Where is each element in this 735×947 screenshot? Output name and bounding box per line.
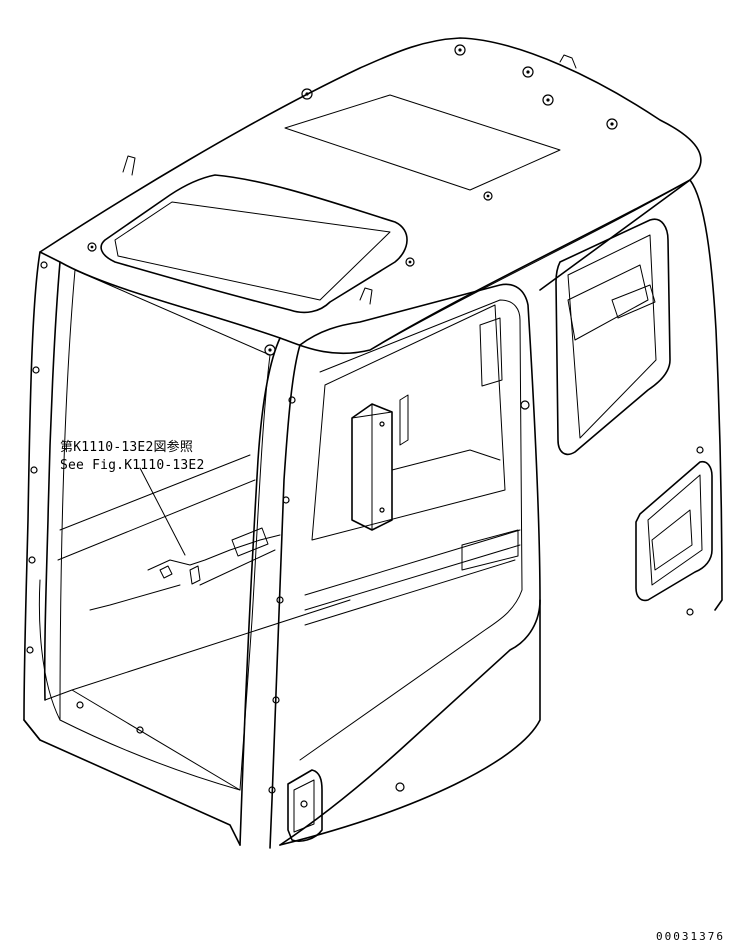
wire-harness-callout xyxy=(139,467,281,586)
cab-side-panel xyxy=(279,179,723,846)
fasteners xyxy=(26,44,704,794)
reference-callout-en: See Fig.K1110-13E2 xyxy=(60,458,205,473)
cab-interior xyxy=(57,454,351,691)
front-frame xyxy=(23,251,301,849)
reference-callout-jp: 第K1110-13E2図参照 xyxy=(60,440,194,455)
drawing-number: 00031376 xyxy=(656,930,725,943)
controller-box xyxy=(351,394,501,531)
cab-door xyxy=(279,283,541,846)
cab-roof xyxy=(39,37,702,355)
